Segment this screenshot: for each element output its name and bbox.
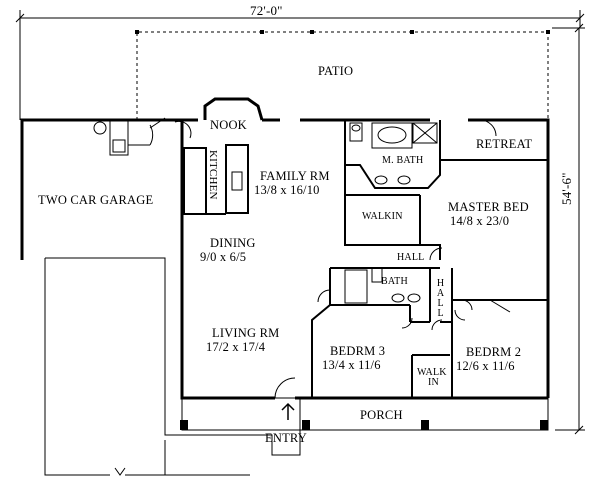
dining-size: 9/0 x 6/5 — [200, 250, 247, 264]
family-room-label: FAMILY RM — [260, 169, 330, 183]
bedroom2-size: 12/6 x 11/6 — [456, 359, 515, 373]
porch-label: PORCH — [360, 408, 403, 422]
bath-fixtures — [231, 122, 438, 304]
bedroom3-label: BEDRM 3 — [330, 344, 386, 358]
entry-arrow — [281, 402, 295, 420]
bedroom2-label: BEDRM 2 — [466, 345, 522, 359]
hall-label-vertical: HALL — [435, 278, 446, 318]
depth-dimension-label: 54'-6" — [559, 172, 574, 205]
entry-label: ENTRY — [265, 431, 307, 445]
bedroom3-walkin-label-2: IN — [428, 377, 439, 388]
patio-outline — [136, 31, 549, 120]
bath-label: BATH — [381, 276, 408, 287]
master-bath-label: M. BATH — [382, 155, 424, 166]
bedroom3-size: 13/4 x 11/6 — [322, 358, 381, 372]
patio-label: PATIO — [318, 64, 354, 78]
door-swings — [274, 119, 511, 399]
patio-posts — [135, 30, 550, 34]
garage-details — [44, 117, 549, 476]
living-room-size: 17/2 x 17/4 — [206, 340, 266, 354]
porch-posts — [180, 420, 548, 430]
dining-label: DINING — [210, 236, 256, 250]
master-bed-label: MASTER BED — [448, 200, 529, 214]
kitchen-label: KITCHEN — [207, 150, 219, 200]
garage-label: TWO CAR GARAGE — [38, 193, 154, 207]
family-room-size: 13/8 x 16/10 — [254, 183, 320, 197]
bedroom3-walkin-label-1: WALK — [417, 367, 447, 378]
retreat-label: RETREAT — [476, 137, 533, 151]
width-dimension-line — [15, 10, 585, 120]
depth-dimension-line — [552, 23, 585, 435]
master-bed-size: 14/8 x 23/0 — [450, 214, 510, 228]
nook-label: NOOK — [210, 118, 247, 132]
hall-label-upper: HALL — [397, 252, 425, 263]
width-dimension-label: 72'-0" — [250, 3, 283, 18]
interior-walls — [183, 120, 548, 398]
living-room-label: LIVING RM — [212, 326, 280, 340]
master-walkin-label: WALKIN — [362, 211, 403, 222]
